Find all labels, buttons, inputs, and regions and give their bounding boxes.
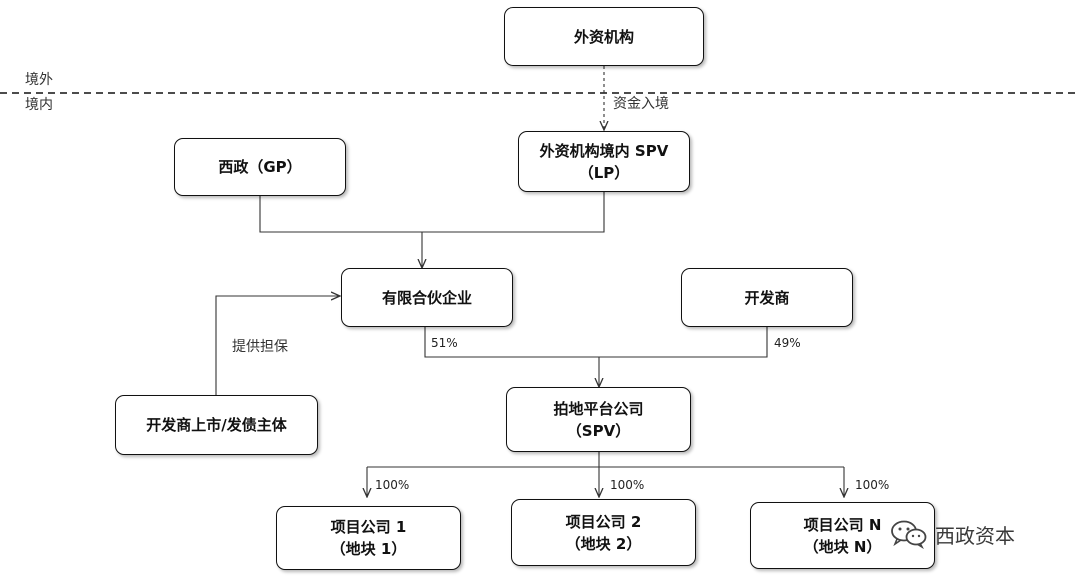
shareholding-connector xyxy=(424,326,768,358)
node-sublabel: （地块 2） xyxy=(565,534,642,553)
edge-label-developer-share: 49% xyxy=(774,336,801,350)
node-label: 外资机构 xyxy=(573,27,634,46)
node-label: 西政（GP） xyxy=(218,158,302,176)
gp-connector xyxy=(259,191,605,233)
node-xizheng-gp: 西政（GP） xyxy=(174,138,346,196)
node-label: 有限合伙企业 xyxy=(381,288,472,307)
node-label: 开发商 xyxy=(744,288,790,307)
zone-label-inside: 境内 xyxy=(25,97,53,113)
wechat-icon xyxy=(891,520,927,549)
node-project-n: 项目公司 N （地块 N） xyxy=(750,502,935,569)
node-label: 开发商上市/发债主体 xyxy=(146,416,287,434)
node-label: 项目公司 N xyxy=(803,515,882,534)
node-limited-partnership: 有限合伙企业 xyxy=(341,268,513,327)
watermark-text: 西政资本 xyxy=(935,523,1015,548)
node-land-platform: 拍地平台公司 （SPV） xyxy=(506,387,691,452)
node-foreign-spv: 外资机构境内 SPV （LP） xyxy=(518,131,690,192)
edge-label-guarantee: 提供担保 xyxy=(232,339,288,355)
node-sublabel: （LP） xyxy=(578,163,630,182)
edge-label-project-n-share: 100% xyxy=(855,478,890,492)
node-sublabel: （地块 N） xyxy=(803,537,882,556)
node-label: 外资机构境内 SPV xyxy=(539,141,669,160)
edge-label-project-2-share: 100% xyxy=(610,478,645,492)
edge-label-lp-share: 51% xyxy=(431,336,458,350)
node-foreign-institution: 外资机构 xyxy=(504,7,704,66)
watermark: 西政资本 xyxy=(889,519,1015,549)
node-label: 项目公司 2 xyxy=(565,512,642,531)
zone-label-outside: 境外 xyxy=(25,72,53,88)
node-developer-listed-entity: 开发商上市/发债主体 xyxy=(115,395,318,455)
guarantee-arrow xyxy=(215,296,340,395)
node-sublabel: （SPV） xyxy=(566,421,631,440)
node-label: 拍地平台公司 xyxy=(553,399,644,418)
node-project-1: 项目公司 1 （地块 1） xyxy=(276,506,461,570)
node-sublabel: （地块 1） xyxy=(330,540,407,558)
edge-label-capital-inflow: 资金入境 xyxy=(613,96,669,112)
node-developer: 开发商 xyxy=(681,268,853,327)
edge-label-project-1-share: 100% xyxy=(375,478,410,492)
node-label: 项目公司 1 xyxy=(330,518,407,536)
node-project-2: 项目公司 2 （地块 2） xyxy=(511,499,696,566)
